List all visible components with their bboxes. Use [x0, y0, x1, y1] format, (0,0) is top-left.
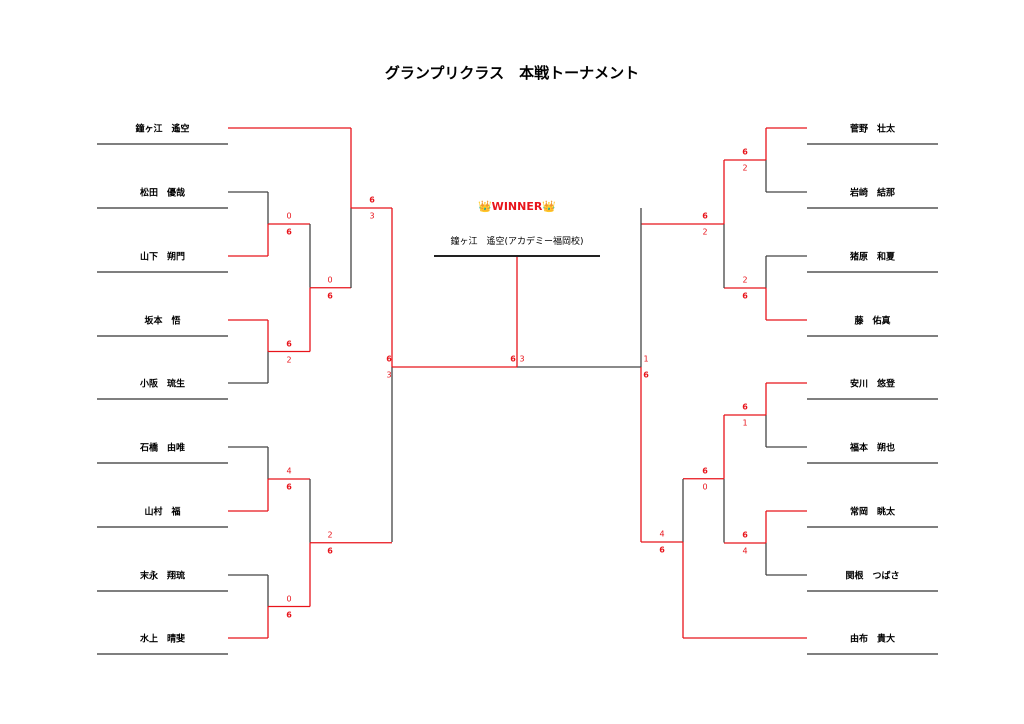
match-score: 6 [327, 291, 333, 301]
player-name: 菅野 壮太 [849, 124, 895, 135]
match-score: 0 [702, 482, 708, 492]
match-score: 6 [702, 211, 708, 221]
match-score: 3 [386, 370, 392, 380]
player-name: 鐘ヶ江 遙空 [135, 124, 190, 135]
match-score: 2 [742, 275, 748, 285]
player-name: 末永 翔琉 [139, 571, 185, 582]
player-name: 猪原 和夏 [849, 252, 895, 263]
player-name: 小阪 琉生 [139, 379, 185, 390]
match-score: 6 [742, 291, 748, 301]
match-score: 0 [286, 211, 292, 221]
match-score: 2 [742, 163, 748, 173]
match-score: 6 [742, 530, 748, 540]
match-score: 1 [643, 354, 649, 364]
match-score: 2 [702, 227, 708, 237]
winner-label: 👑WINNER👑 [477, 200, 556, 213]
player-name: 坂本 悟 [144, 316, 181, 327]
match-score: 6 [386, 354, 392, 364]
match-score: 6 [643, 370, 649, 380]
match-score: 4 [659, 529, 665, 539]
match-score: 6 [286, 482, 292, 492]
match-score: 6 [286, 227, 292, 237]
page-title: グランプリクラス 本戦トーナメント [384, 64, 640, 82]
player-name: 藤 佑真 [854, 316, 891, 327]
champion-name: 鐘ヶ江 遙空(アカデミー福岡校) [450, 237, 584, 247]
player-name: 松田 優哉 [139, 188, 185, 199]
player-name: 山村 福 [144, 507, 181, 518]
player-name: 常岡 眺太 [849, 507, 895, 518]
player-name: 石橋 由唯 [139, 443, 185, 454]
player-name: 関根 つばさ [845, 571, 900, 582]
match-score: 1 [742, 418, 748, 428]
match-score: 2 [286, 355, 292, 364]
player-name: 由布 貴大 [849, 634, 895, 645]
match-score: 2 [327, 530, 333, 540]
player-name: 福本 朔也 [849, 443, 895, 454]
match-score: 6 [742, 402, 748, 412]
match-score: 6 [510, 354, 516, 364]
match-score: 6 [702, 466, 708, 476]
player-name: 山下 朔門 [139, 252, 185, 263]
match-score: 6 [369, 195, 375, 205]
match-score: 6 [286, 339, 292, 348]
match-score: 6 [327, 546, 333, 556]
match-score: 4 [742, 546, 748, 556]
match-score: 6 [286, 610, 292, 619]
match-score: 0 [286, 594, 292, 603]
match-score: 4 [286, 466, 292, 476]
player-name: 安川 悠登 [849, 379, 895, 390]
match-score: 3 [369, 211, 375, 221]
match-score: 3 [519, 354, 525, 364]
match-score: 6 [659, 545, 665, 555]
player-name: 岩崎 結那 [849, 188, 895, 199]
match-score: 0 [327, 275, 333, 285]
match-score: 6 [742, 147, 748, 157]
player-name: 水上 晴斐 [139, 634, 185, 645]
